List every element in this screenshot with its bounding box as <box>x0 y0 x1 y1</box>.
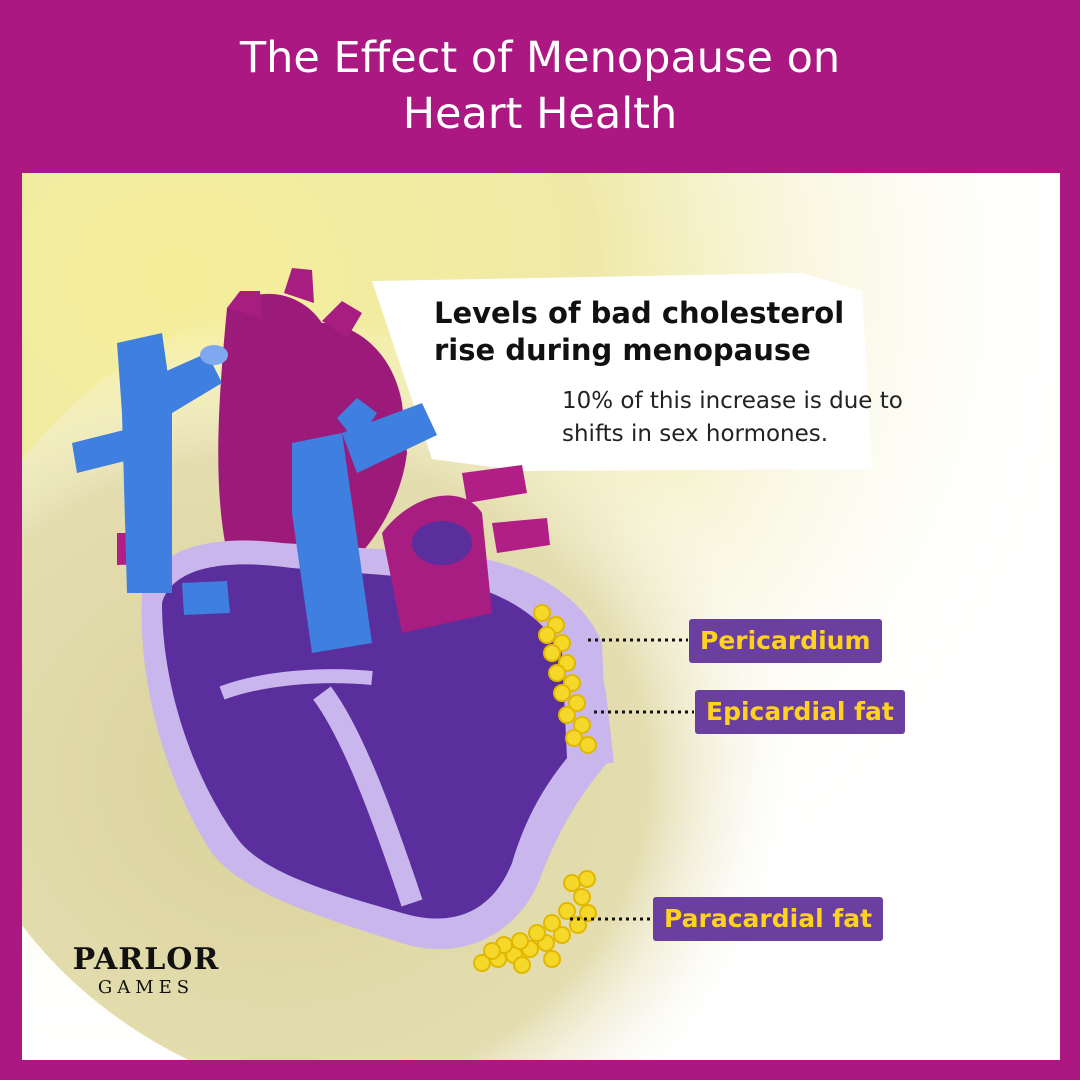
aorta <box>218 293 407 573</box>
callout-heading-line-2: rise during menopause <box>434 333 811 367</box>
heart-chambers <box>162 564 567 919</box>
paracardial-fat <box>473 870 597 974</box>
pulmonary-artery-right <box>462 465 527 503</box>
callout-sub-line-1: 10% of this increase is due to <box>562 388 903 414</box>
vessel-opening <box>200 345 228 365</box>
callout-heading-line-1: Levels of bad cholesterol <box>434 296 845 330</box>
vena-cava-branch <box>162 353 222 413</box>
callout-sub-line-2: shifts in sex hormones. <box>562 421 829 447</box>
superior-vena-cava <box>117 333 172 593</box>
pericardium-line <box>530 589 614 764</box>
pulmonary-branch <box>342 403 437 473</box>
valve-line <box>219 669 373 700</box>
label-epicardial-fat: Epicardial fat <box>695 690 905 734</box>
aorta-opening <box>412 521 472 565</box>
pulmonary-artery-right-2 <box>492 518 550 553</box>
pulmonary-branch-2 <box>337 398 377 443</box>
aorta-branch-2 <box>284 268 314 303</box>
septum <box>313 686 423 907</box>
callout-heading: Levels of bad cholesterol rise during me… <box>434 295 934 369</box>
illustration-panel: Levels of bad cholesterol rise during me… <box>22 173 1060 1060</box>
label-pericardium: Pericardium <box>689 619 882 663</box>
aorta-branch-3 <box>322 301 362 338</box>
inferior-vein <box>182 581 230 615</box>
page-title: The Effect of Menopause on Heart Health <box>0 30 1080 142</box>
title-line-1: The Effect of Menopause on <box>239 33 841 83</box>
label-paracardial-fat: Paracardial fat <box>653 897 884 941</box>
title-line-2: Heart Health <box>402 89 678 139</box>
callout-box <box>372 273 872 471</box>
aorta-branch-1 <box>227 291 262 318</box>
logo-line-2: GAMES <box>97 977 195 998</box>
parlor-games-logo: PARLOR GAMES <box>66 943 226 999</box>
callout-subtext: 10% of this increase is due to shifts in… <box>562 385 1002 451</box>
logo-line-1: PARLOR <box>72 942 220 977</box>
epicardial-fat <box>533 604 597 754</box>
pulmonary-trunk <box>292 433 372 653</box>
heart-illustration <box>22 173 1060 1060</box>
vena-cava-branch-2 <box>72 428 137 473</box>
